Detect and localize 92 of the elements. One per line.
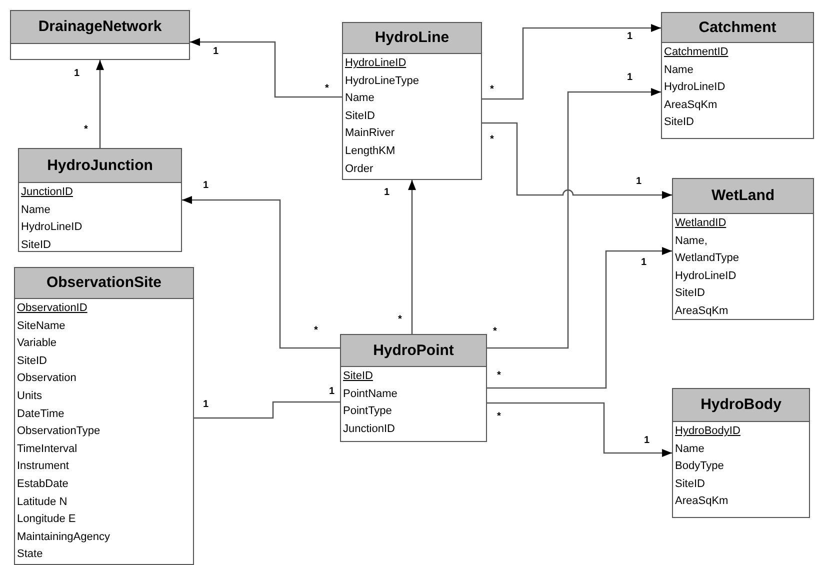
attribute-field: LengthKM [345,142,396,161]
attribute-field: State [17,546,43,564]
multiplicity-label: * [497,411,501,423]
entity-name: HydroBody [673,389,809,422]
entity-name: ObservationSite [15,268,193,299]
attribute-field: Name [21,202,50,220]
primary-key-field: HydroBodyID [675,423,740,441]
attribute-field: AreaSqKm [675,302,728,321]
multiplicity-label: 1 [627,31,633,43]
multiplicity-label: * [493,326,497,338]
multiplicity-label: 1 [203,399,209,411]
attribute-field: Order [345,160,374,178]
entity-name: DrainageNetwork [11,11,189,44]
attribute-field: Observation [17,370,76,388]
entity-name: HydroJunction [19,149,181,183]
attribute-field: AreaSqKm [664,96,718,114]
attribute-field: BodyType [675,458,724,476]
attribute-field: AreaSqKm [675,493,728,511]
relationship-connector [487,247,672,389]
attribute-field: Variable [17,335,57,353]
attribute-field: Units [17,388,42,406]
relationship-connector [190,38,342,98]
multiplicity-label: 1 [627,72,633,84]
attribute-field: HydroLineType [345,72,419,90]
multiplicity-label: 1 [213,46,219,58]
attribute-field: SiteName [17,318,66,336]
multiplicity-label: 1 [636,176,642,188]
attribute-field: ObservationType [17,423,100,441]
multiplicity-label: 1 [644,435,650,447]
relationship-connector [482,122,672,199]
relationship-connector [194,401,340,419]
attribute-field: SiteID [675,285,705,303]
attribute-field: SiteID [664,114,694,132]
entity-name: HydroLine [343,23,481,54]
attribute-field: Longitude E [17,511,76,529]
primary-key-field: SiteID [343,368,373,386]
attribute-field: JunctionID [343,420,395,438]
entity-table [10,10,190,60]
entity-table [342,22,482,180]
primary-key-field: WetlandID [675,215,726,233]
multiplicity-label: * [497,370,501,382]
primary-key-field: CatchmentID [664,44,728,62]
entity-name: Catchment [662,13,813,43]
entity-table [340,334,487,442]
attribute-field: HydroLineID [21,219,82,237]
entity-name: HydroPoint [341,335,486,367]
attribute-field: MainRiver [345,125,395,143]
relationship-connector [96,60,104,148]
multiplicity-label: * [84,124,88,136]
attribute-field: Name [345,90,374,108]
attribute-field: Name [664,62,694,80]
entity-table [661,12,814,139]
relationship-connector [482,24,661,100]
relationship-connector [487,402,672,457]
entity-table [672,388,810,518]
attribute-field: SiteID [21,236,51,254]
attribute-field: SiteID [675,476,705,494]
attribute-field: MaintainingAgency [17,528,110,546]
entity-table [672,178,814,320]
multiplicity-label: * [325,83,329,95]
entity-table [18,148,182,252]
entity-name: WetLand [673,179,813,214]
primary-key-field: HydroLineID [345,55,406,73]
multiplicity-label: * [398,314,402,326]
multiplicity-label: 1 [641,257,647,269]
multiplicity-label: * [314,325,318,337]
relationship-connector [182,196,340,349]
attribute-field: Name [675,440,704,458]
multiplicity-label: 1 [74,68,80,80]
attribute-field: Instrument [17,458,69,476]
attribute-field: PointType [343,403,392,421]
attribute-field: PointName [343,386,398,404]
entity-table [14,267,194,565]
attribute-field: HydroLineID [675,268,736,286]
primary-key-field: ObservationID [17,300,88,318]
attribute-field: WetlandType [675,250,740,268]
attribute-field: EstabDate [17,476,68,494]
relationship-connector [487,88,661,349]
multiplicity-label: 1 [329,386,335,398]
attribute-field: SiteID [345,108,375,126]
multiplicity-label: 1 [384,187,390,199]
multiplicity-label: * [490,134,494,146]
attribute-field: Name, [675,232,708,250]
multiplicity-label: * [490,84,494,96]
attribute-field: TimeInterval [17,440,78,458]
attribute-field: SiteID [17,352,47,370]
attribute-field: DateTime [17,406,64,424]
relationship-connector [408,180,416,334]
attribute-field: HydroLineID [664,79,726,97]
primary-key-field: JunctionID [21,184,73,202]
multiplicity-label: 1 [203,180,209,192]
attribute-field: Latitude N [17,494,68,512]
